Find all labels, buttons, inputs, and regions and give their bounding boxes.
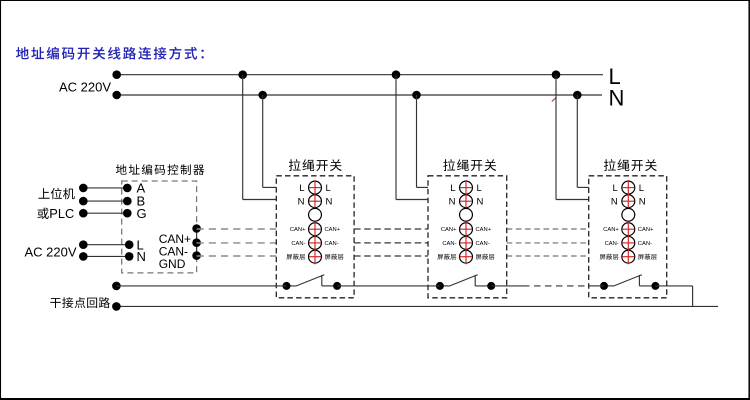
svg-text:N: N: [609, 85, 625, 110]
svg-text:CAN+: CAN+: [476, 227, 492, 233]
svg-text:N: N: [449, 197, 456, 208]
svg-text:CAN-: CAN-: [442, 241, 456, 247]
svg-text:AC 220V: AC 220V: [25, 245, 77, 260]
svg-text:N: N: [137, 249, 146, 264]
svg-text:L: L: [477, 183, 482, 194]
svg-text:CAN-: CAN-: [291, 241, 305, 247]
svg-text:CAN+: CAN+: [325, 227, 341, 233]
svg-text:L: L: [299, 183, 304, 194]
svg-text:G: G: [137, 206, 147, 221]
svg-text:CAN+: CAN+: [441, 227, 457, 233]
svg-text:N: N: [326, 197, 333, 208]
svg-text:CAN+: CAN+: [159, 232, 191, 246]
svg-text:AC 220V: AC 220V: [59, 79, 111, 94]
svg-text:L: L: [326, 183, 331, 194]
svg-text:CAN-: CAN-: [605, 241, 619, 247]
svg-text:B: B: [137, 194, 146, 209]
svg-text:N: N: [298, 197, 305, 208]
svg-text:CAN+: CAN+: [638, 227, 654, 233]
svg-text:CAN+: CAN+: [290, 227, 306, 233]
svg-text:CAN-: CAN-: [476, 241, 490, 247]
svg-text:L: L: [450, 183, 455, 194]
svg-text:N: N: [611, 197, 618, 208]
svg-text:N: N: [639, 197, 646, 208]
svg-text:CAN-: CAN-: [638, 241, 652, 247]
svg-text:GND: GND: [159, 257, 186, 271]
svg-text:CAN-: CAN-: [159, 245, 188, 259]
svg-text:PLC: PLC: [49, 206, 74, 221]
svg-text:A: A: [137, 181, 146, 196]
svg-text:L: L: [609, 64, 621, 89]
svg-text:CAN+: CAN+: [603, 227, 619, 233]
svg-text:CAN-: CAN-: [325, 241, 339, 247]
svg-text:N: N: [477, 197, 484, 208]
svg-text:L: L: [137, 237, 144, 252]
svg-text:L: L: [613, 183, 618, 194]
svg-text:L: L: [639, 183, 644, 194]
